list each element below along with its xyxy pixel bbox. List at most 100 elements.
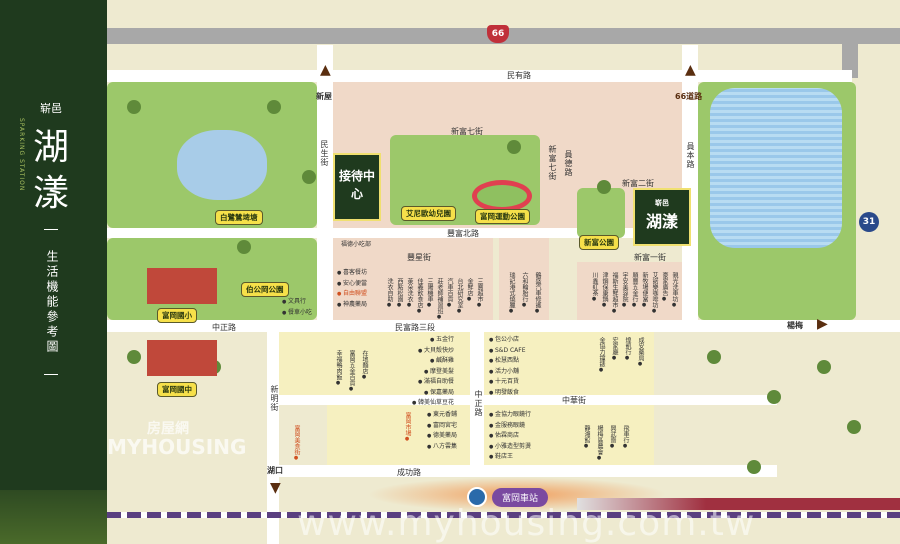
shop-label: 明發飯食: [489, 388, 526, 399]
highway-66-connector: [842, 28, 858, 78]
shop-label: 福德小吃部: [341, 241, 372, 248]
road-label: 豐富北路: [447, 229, 479, 238]
road-zhonghua: [277, 395, 777, 405]
brand-name-1: 湖: [33, 127, 70, 168]
running-track: [472, 180, 532, 212]
shop-label: 五金行: [412, 335, 454, 346]
road-label: 新富一街: [634, 253, 666, 262]
egret-illustration: [0, 490, 107, 544]
direction-label: 湖口: [267, 466, 283, 475]
tree-icon: [747, 460, 761, 474]
brand-english: SPARKING STATION: [18, 118, 25, 192]
shop-label: 煌凱行: [623, 337, 632, 361]
shop-label: 保嘉藥局: [412, 388, 454, 399]
watermark-url: www.myhousing.com.tw: [297, 503, 756, 544]
highway-31-shield: 31: [859, 212, 879, 232]
divider: [44, 229, 58, 230]
road-label: 員德路: [564, 150, 573, 177]
shop-label: 活力小舖: [489, 367, 526, 378]
shop-label: 興武齋: [608, 425, 617, 449]
shop-label: 富岡五金百貨: [347, 350, 356, 392]
shop-label: 金協力鐘錶: [597, 337, 606, 373]
food-plaza-label: 富岡美食街: [292, 425, 301, 461]
xinfu-park[interactable]: [577, 188, 625, 238]
shop-label: 佳義飲食店: [415, 278, 424, 314]
brand-panel: 崭邑 湖 漾 SPARKING STATION 生活機能參考圖: [0, 0, 107, 544]
arrow-up-icon: ▲: [320, 62, 331, 78]
shop-label: 十元百貨: [489, 377, 526, 388]
divider: [44, 374, 58, 375]
arrow-up-icon: ▲: [685, 62, 696, 78]
road-label: 新富七街: [548, 145, 557, 181]
shop-label: 順豐五金行: [630, 272, 639, 308]
shop-label: 艾諾樂咖啡坊: [650, 272, 659, 314]
road-label: 員本路: [686, 142, 695, 169]
road-minyou: [107, 70, 852, 82]
shop-label: 三陽機車: [425, 278, 434, 308]
egret-pond: [177, 130, 267, 200]
watermark-logo-cn: 房屋網: [147, 421, 189, 437]
road-minfu3: [107, 320, 900, 332]
shop-label: 新牧場便當: [640, 272, 649, 308]
road-xinming: [267, 330, 279, 544]
shop-label: 德美藥局: [427, 431, 457, 442]
bogong-park-label: 伯公岡公園: [241, 282, 289, 297]
shop-label: 飛車行: [621, 425, 630, 449]
station-label[interactable]: 富岡車站: [492, 488, 549, 507]
shop-label: 八方雲集: [427, 442, 457, 453]
watermark-logo-en: MYHOUSING: [107, 435, 247, 459]
road-hwy66-south: [682, 45, 698, 325]
shop-label: 福斯生鮮超市: [610, 272, 619, 314]
shop-label: 西點松園: [395, 278, 404, 308]
shop-label: 津鋼保康鍋: [600, 272, 609, 308]
shop-label: 在地麵店: [360, 350, 369, 380]
road-label: 成功路: [397, 468, 421, 477]
shop-label: 摩登美髮: [412, 367, 454, 378]
tree-icon: [507, 140, 521, 154]
shop-label: 幸福鴨肉飯: [334, 350, 343, 386]
road-label: 中正路: [212, 323, 236, 332]
tree-icon: [767, 390, 781, 404]
shop-label: 豪家廣告: [660, 272, 669, 302]
shop-label: 松慧西點: [489, 356, 526, 367]
site-sign[interactable]: 崭邑 湖漾: [633, 188, 691, 246]
jr-high-label: 富岡國中: [157, 382, 197, 397]
shop-label: 鹹酥雞: [412, 356, 454, 367]
road-minsheng: [317, 45, 333, 335]
shop-label: 親光洗車坊: [670, 272, 679, 308]
road-label: 新富二街: [622, 179, 654, 188]
shop-label: 台北研究室: [455, 278, 464, 314]
shop-list-e: 東元香鋪富岡宮宅德美藥局八方雲集: [427, 410, 457, 452]
shop-label: 小雅造型剪燙: [489, 442, 531, 453]
shop-label: 六和輪胎行: [520, 272, 529, 308]
shop-label: 佑霖商店: [489, 431, 531, 442]
site-sign-name: 湖漾: [645, 212, 678, 231]
shop-label: 金協力眼鏡行: [489, 410, 531, 421]
brand-prefix: 崭邑: [40, 102, 62, 115]
jr-high-building: [147, 340, 217, 376]
highway-66-shield: 66: [487, 25, 509, 43]
lake: [710, 88, 842, 248]
road-label: 新富七街: [451, 127, 483, 136]
shop-label: 東元香鋪: [427, 410, 457, 421]
road-label: 民富路三段: [395, 323, 435, 332]
shop-label: 三寶超市: [475, 278, 484, 308]
road-label: 豐星街: [407, 253, 431, 262]
direction-label: 66道路: [675, 92, 703, 101]
tree-icon: [707, 350, 721, 364]
reception-center[interactable]: 接待中心: [333, 153, 381, 221]
shop-label: 川鑫紅茶: [590, 272, 599, 302]
shop-label: 包公小店: [489, 335, 526, 346]
shop-list-c: 五金行大貝殼快炒鹹酥雞摩登美髮滿福自助餐保嘉藥局韓美仙草豆花: [412, 335, 454, 409]
shop-label: 金服務眼鏡: [489, 421, 531, 432]
road-label: 民有路: [507, 71, 531, 80]
map[interactable]: 66 31 ▲ ▲ ▶ ▼ 民有路 新屋 66道路 民生街 新富七街 新富七街 …: [107, 0, 900, 544]
tree-icon: [597, 180, 611, 194]
brand-name-2: 漾: [33, 173, 70, 214]
shop-list-f: 金協力眼鏡行金服務眼鏡佑霖商店小雅造型剪燙鞋店王: [489, 410, 531, 463]
brand-subtitle: 生活機能參考圖: [45, 250, 59, 355]
elem-school-label: 富岡國小: [157, 308, 197, 323]
shop-label: 宏家廳: [610, 337, 619, 361]
shop-label: 富岡宮宅: [427, 421, 457, 432]
shop-list-a: 喜客餐坊安心便當自由聯盟神農藥局: [337, 268, 367, 310]
